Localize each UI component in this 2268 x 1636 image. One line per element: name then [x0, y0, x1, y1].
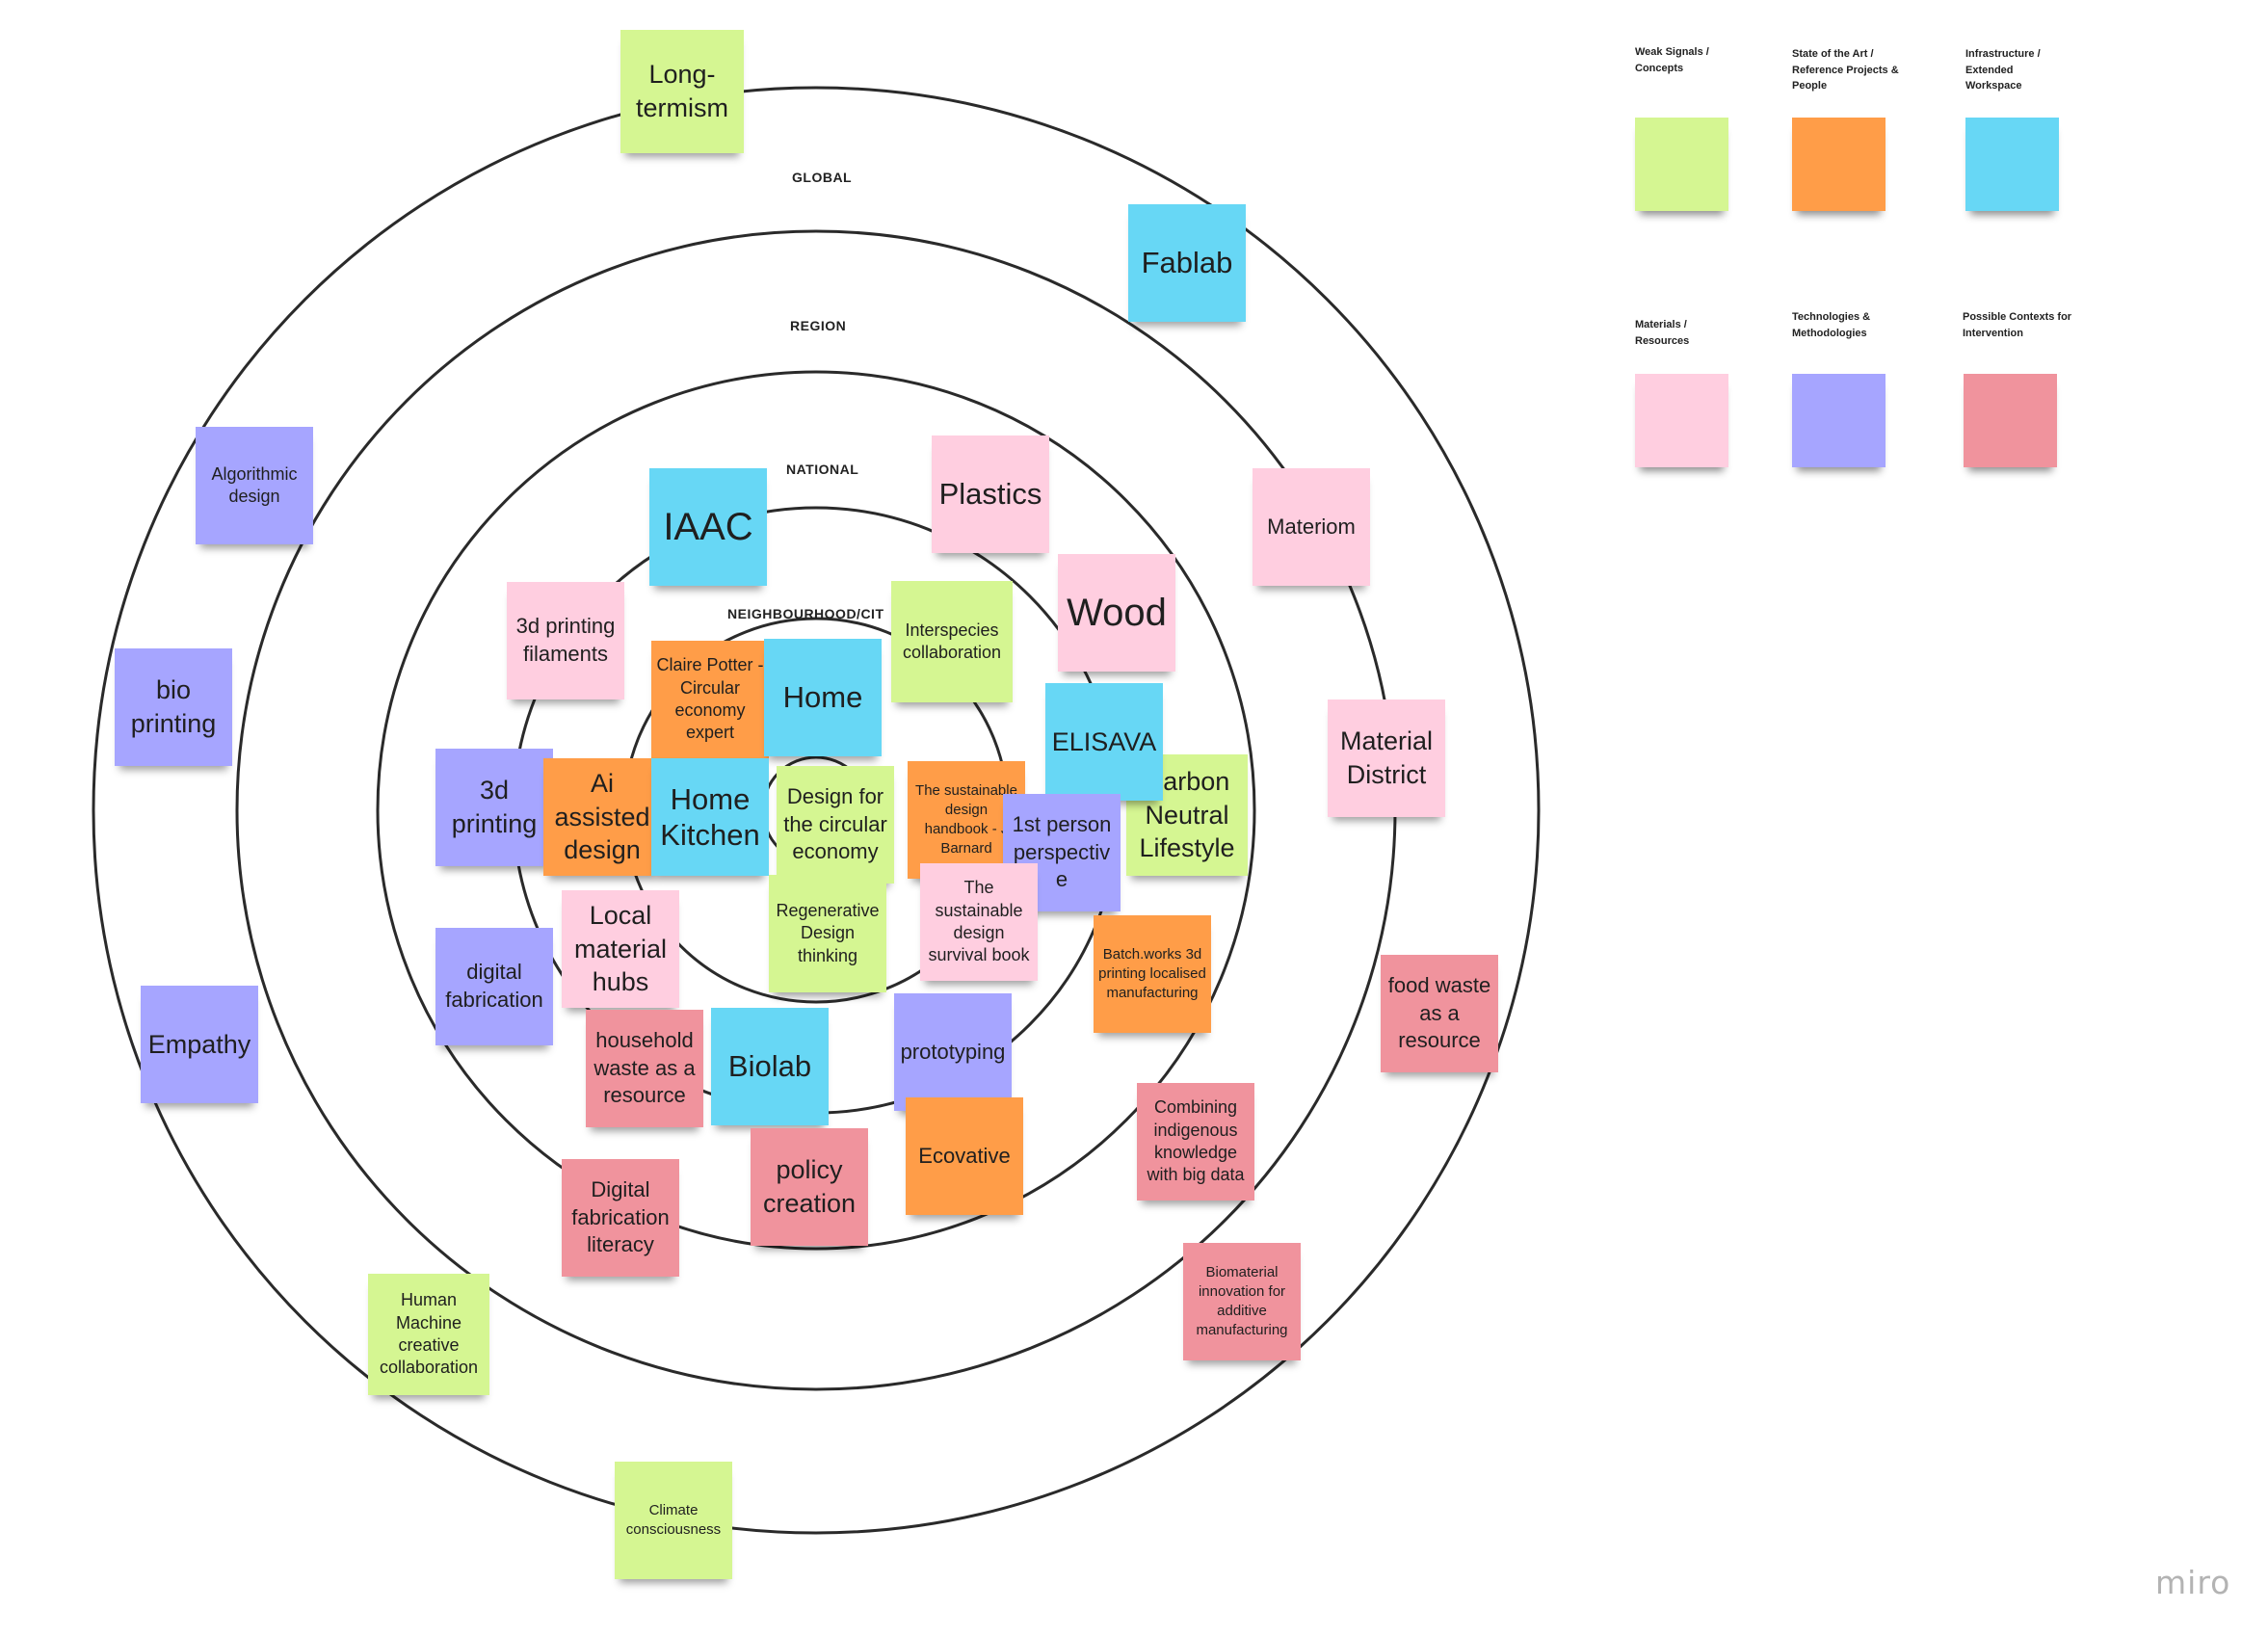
sticky-note-text: Interspecies collaboration	[902, 620, 1002, 662]
sticky-note[interactable]: digital fabrication	[435, 928, 553, 1045]
sticky-note-text: Algorithmic design	[211, 463, 298, 506]
legend-swatch-weak-signals	[1635, 118, 1728, 211]
legend-swatch-materials	[1635, 374, 1728, 467]
legend-swatch-infrastructure	[1965, 118, 2059, 211]
sticky-note[interactable]: Material District	[1328, 699, 1445, 817]
sticky-note[interactable]: Algorithmic design	[196, 427, 313, 544]
sticky-note-text: 3d printing	[451, 776, 538, 838]
sticky-note-text: Batch.works 3d printing localised manufa…	[1098, 945, 1206, 1002]
sticky-note[interactable]: Climate consciousness	[615, 1462, 732, 1579]
legend-swatch-state-of-the-art	[1792, 118, 1886, 211]
sticky-note[interactable]: Batch.works 3d printing localised manufa…	[1094, 915, 1211, 1033]
legend-label-infrastructure: Infrastructure / Extended Workspace	[1965, 48, 2041, 92]
sticky-note-text: Empathy	[147, 1029, 251, 1059]
ring-label-global: GLOBAL	[792, 170, 853, 185]
sticky-note[interactable]: Materiom	[1253, 468, 1370, 586]
sticky-note-text: Regenerative Design thinking	[776, 900, 880, 965]
sticky-note[interactable]: food waste as a resource	[1381, 955, 1498, 1072]
sticky-note[interactable]: Biomaterial innovation for additive manu…	[1183, 1243, 1301, 1360]
sticky-note-text: Combining indigenous knowledge with big …	[1147, 1097, 1245, 1185]
sticky-note-text: Materiom	[1267, 514, 1356, 539]
legend-label-technologies: Technologies & Methodologies	[1792, 311, 1871, 339]
sticky-note-text: Claire Potter - Circular economy expert	[656, 655, 764, 743]
legend-label-weak-signals: Weak Signals / Concepts	[1635, 46, 1709, 74]
legend-swatch-contexts	[1964, 374, 2057, 467]
ring-label-national: NATIONAL	[786, 462, 859, 477]
sticky-note-text: digital fabrication	[445, 960, 543, 1012]
sticky-note-text: Climate consciousness	[625, 1501, 722, 1538]
sticky-note[interactable]: Ai assisted design	[543, 758, 661, 876]
sticky-note-text: Biomaterial innovation for additive manu…	[1196, 1263, 1288, 1339]
ring-global	[92, 86, 1541, 1535]
sticky-note[interactable]: Long-termism	[620, 30, 744, 153]
sticky-note[interactable]: Combining indigenous knowledge with big …	[1137, 1083, 1254, 1201]
sticky-note[interactable]: ELISAVA	[1045, 683, 1163, 801]
sticky-note[interactable]: Claire Potter - Circular economy expert	[651, 641, 769, 758]
legend-label-contexts: Possible Contexts for Intervention	[1963, 311, 2072, 339]
sticky-note-text: Digital fabrication literacy	[571, 1177, 670, 1257]
sticky-note-text: Home Kitchen	[660, 781, 760, 852]
sticky-note-text: Long-termism	[636, 60, 728, 122]
sticky-note[interactable]: Human Machine creative collaboration	[368, 1274, 489, 1395]
sticky-note[interactable]: 3d printing	[435, 749, 553, 866]
ring-national	[376, 370, 1256, 1251]
sticky-note[interactable]: Fablab	[1128, 204, 1246, 322]
sticky-note-text: Local material hubs	[573, 901, 668, 997]
sticky-note[interactable]: Home Kitchen	[651, 758, 769, 876]
sticky-note-text: policy creation	[762, 1155, 857, 1218]
miro-logo: miro	[2155, 1564, 2231, 1601]
sticky-note[interactable]: Biolab	[711, 1008, 829, 1125]
sticky-note-text: Fablab	[1141, 246, 1233, 280]
sticky-note[interactable]: household waste as a resource	[586, 1010, 703, 1127]
sticky-note-text: Ecovative	[918, 1143, 1011, 1168]
sticky-note[interactable]: 3d printing filaments	[507, 582, 624, 699]
sticky-note-text: Material District	[1339, 726, 1434, 789]
sticky-note-text: The sustainable design handbook - J Barn…	[915, 781, 1017, 858]
sticky-note-text: Wood	[1067, 592, 1167, 634]
sticky-note-text: The sustainable design survival book	[928, 878, 1030, 965]
legend-swatch-technologies	[1792, 374, 1886, 467]
sticky-note[interactable]: bio printing	[115, 648, 232, 766]
sticky-note[interactable]: Home	[764, 639, 882, 756]
sticky-note-text: food waste as a resource	[1387, 973, 1491, 1053]
sticky-note[interactable]: Plastics	[932, 435, 1049, 553]
sticky-note-text: Ai assisted design	[554, 769, 650, 865]
sticky-note-text: 3d printing filaments	[515, 614, 616, 666]
sticky-note[interactable]: Wood	[1058, 554, 1175, 672]
sticky-note[interactable]: The sustainable design survival book	[920, 863, 1038, 981]
sticky-note-text: bio printing	[130, 675, 217, 738]
sticky-note[interactable]: IAAC	[649, 468, 767, 586]
sticky-note[interactable]: Design for the circular economy	[777, 766, 894, 884]
sticky-note[interactable]: Local material hubs	[562, 890, 679, 1008]
legend-label-materials: Materials / Resources	[1635, 319, 1690, 347]
ring-label-neighbourhood: NEIGHBOURHOOD/CIT	[727, 606, 884, 621]
sticky-note-text: 1st person perspective	[1012, 812, 1112, 892]
sticky-note[interactable]: Digital fabrication literacy	[562, 1159, 679, 1277]
sticky-note[interactable]: Empathy	[141, 986, 258, 1103]
sticky-note-text: ELISAVA	[1051, 726, 1157, 756]
legend-label-state-of-the-art: State of the Art / Reference Projects & …	[1792, 48, 1899, 92]
sticky-note-text: prototyping	[900, 1039, 1006, 1064]
ring-label-region: REGION	[790, 318, 847, 333]
sticky-note[interactable]: Ecovative	[906, 1097, 1023, 1215]
sticky-note[interactable]: Interspecies collaboration	[891, 581, 1013, 702]
sticky-note-text: Biolab	[727, 1049, 812, 1084]
sticky-note[interactable]: Regenerative Design thinking	[769, 875, 886, 992]
sticky-note-text: Human Machine creative collaboration	[379, 1290, 479, 1378]
sticky-note[interactable]: policy creation	[751, 1128, 868, 1246]
sticky-note-text: Home	[782, 680, 863, 715]
sticky-note-text: IAAC	[663, 506, 753, 548]
sticky-note-text: Design for the circular economy	[783, 784, 887, 864]
sticky-note[interactable]: prototyping	[894, 993, 1012, 1111]
sticky-note-text: household waste as a resource	[593, 1028, 696, 1108]
sticky-note-text: Plastics	[938, 477, 1042, 512]
